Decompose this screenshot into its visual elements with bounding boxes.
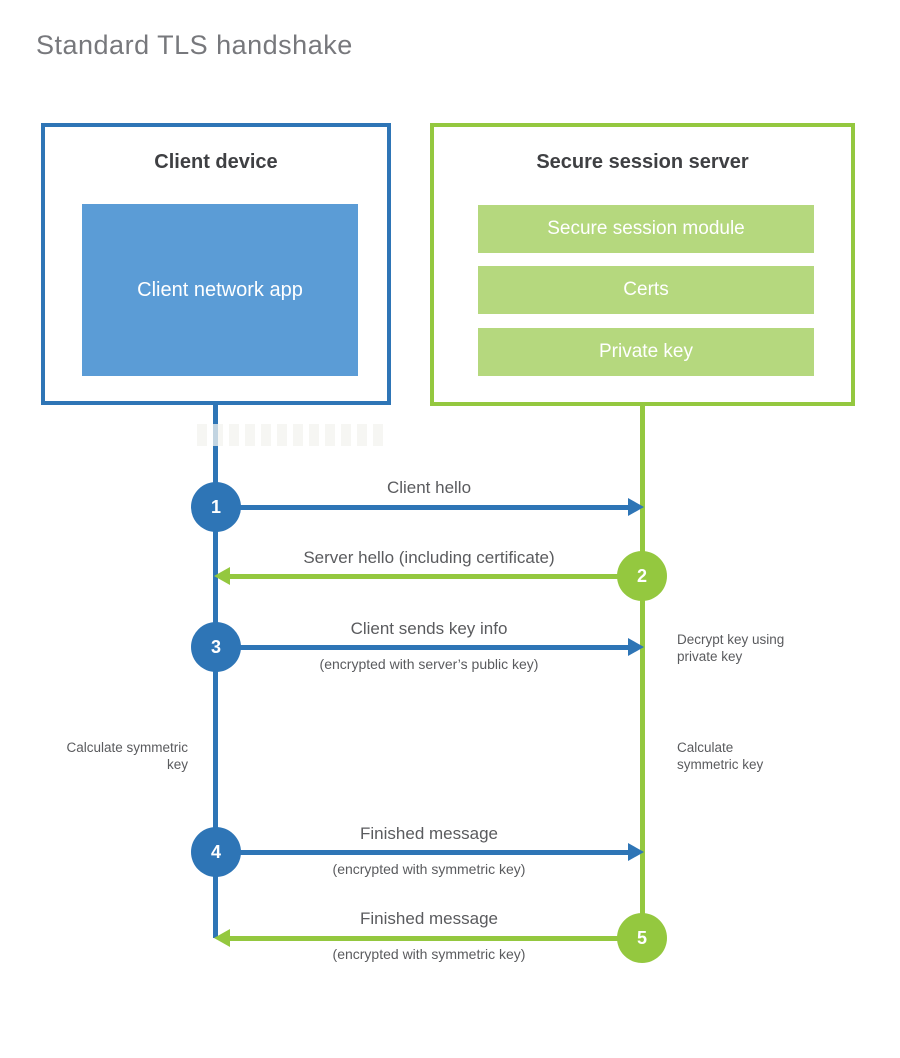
step-3-arrow — [216, 645, 628, 650]
secure-session-server-heading: Secure session server — [536, 151, 749, 173]
step-5-sublabel: (encrypted with symmetric key) — [332, 946, 526, 962]
server-lifeline — [640, 406, 645, 940]
calculate-symmetric-key-note-client: Calculate symmetric key — [66, 740, 188, 772]
step-3-sublabel: (encrypted with server’s public key) — [319, 656, 539, 672]
step-1-number: 1 — [210, 496, 221, 517]
ghost-watermark — [197, 424, 389, 446]
step-4-arrowhead-icon — [628, 843, 644, 861]
step-4-sublabel: (encrypted with symmetric key) — [332, 861, 526, 877]
server-module-secure-session: Secure session module — [478, 205, 814, 253]
step-5-badge: 5 — [617, 913, 667, 963]
server-module-private-key: Private key — [478, 328, 814, 376]
step-1-badge: 1 — [191, 482, 241, 532]
step-3-label: Client sends key info — [350, 619, 508, 638]
step-4-number: 4 — [210, 841, 221, 862]
step-5-arrowhead-icon — [214, 929, 230, 947]
step-4-arrow — [216, 850, 628, 855]
client-device-heading: Client device — [154, 151, 278, 173]
step-2-number: 2 — [636, 565, 647, 586]
server-module-certs: Certs — [478, 266, 814, 314]
client-device-box: Client device Client network app — [41, 123, 391, 405]
step-3-badge: 3 — [191, 622, 241, 672]
page-title: Standard TLS handshake — [36, 30, 353, 60]
step-2-arrowhead-icon — [214, 567, 230, 585]
step-4-label: Finished message — [360, 824, 498, 843]
step-1-label: Client hello — [386, 478, 472, 497]
server-module-label: Secure session module — [547, 218, 745, 239]
calculate-symmetric-key-note-server: Calculate symmetric key — [677, 740, 764, 772]
step-3-number: 3 — [210, 636, 221, 657]
client-network-app-block: Client network app — [82, 204, 358, 376]
step-2-label: Server hello (including certificate) — [303, 548, 555, 567]
step-2-arrow — [230, 574, 642, 579]
step-5-label: Finished message — [360, 909, 498, 928]
step-5-arrow — [230, 936, 642, 941]
step-3-arrowhead-icon — [628, 638, 644, 656]
step-1-arrowhead-icon — [628, 498, 644, 516]
server-module-label: Private key — [599, 341, 693, 362]
step-4-badge: 4 — [191, 827, 241, 877]
client-network-app-label: Client network app — [137, 279, 303, 301]
secure-session-server-box: Secure session server Secure session mod… — [430, 123, 855, 406]
server-module-label: Certs — [623, 279, 669, 300]
decrypt-key-note: Decrypt key using private key — [677, 632, 785, 664]
step-5-number: 5 — [636, 927, 647, 948]
step-1-arrow — [216, 505, 628, 510]
step-2-badge: 2 — [617, 551, 667, 601]
